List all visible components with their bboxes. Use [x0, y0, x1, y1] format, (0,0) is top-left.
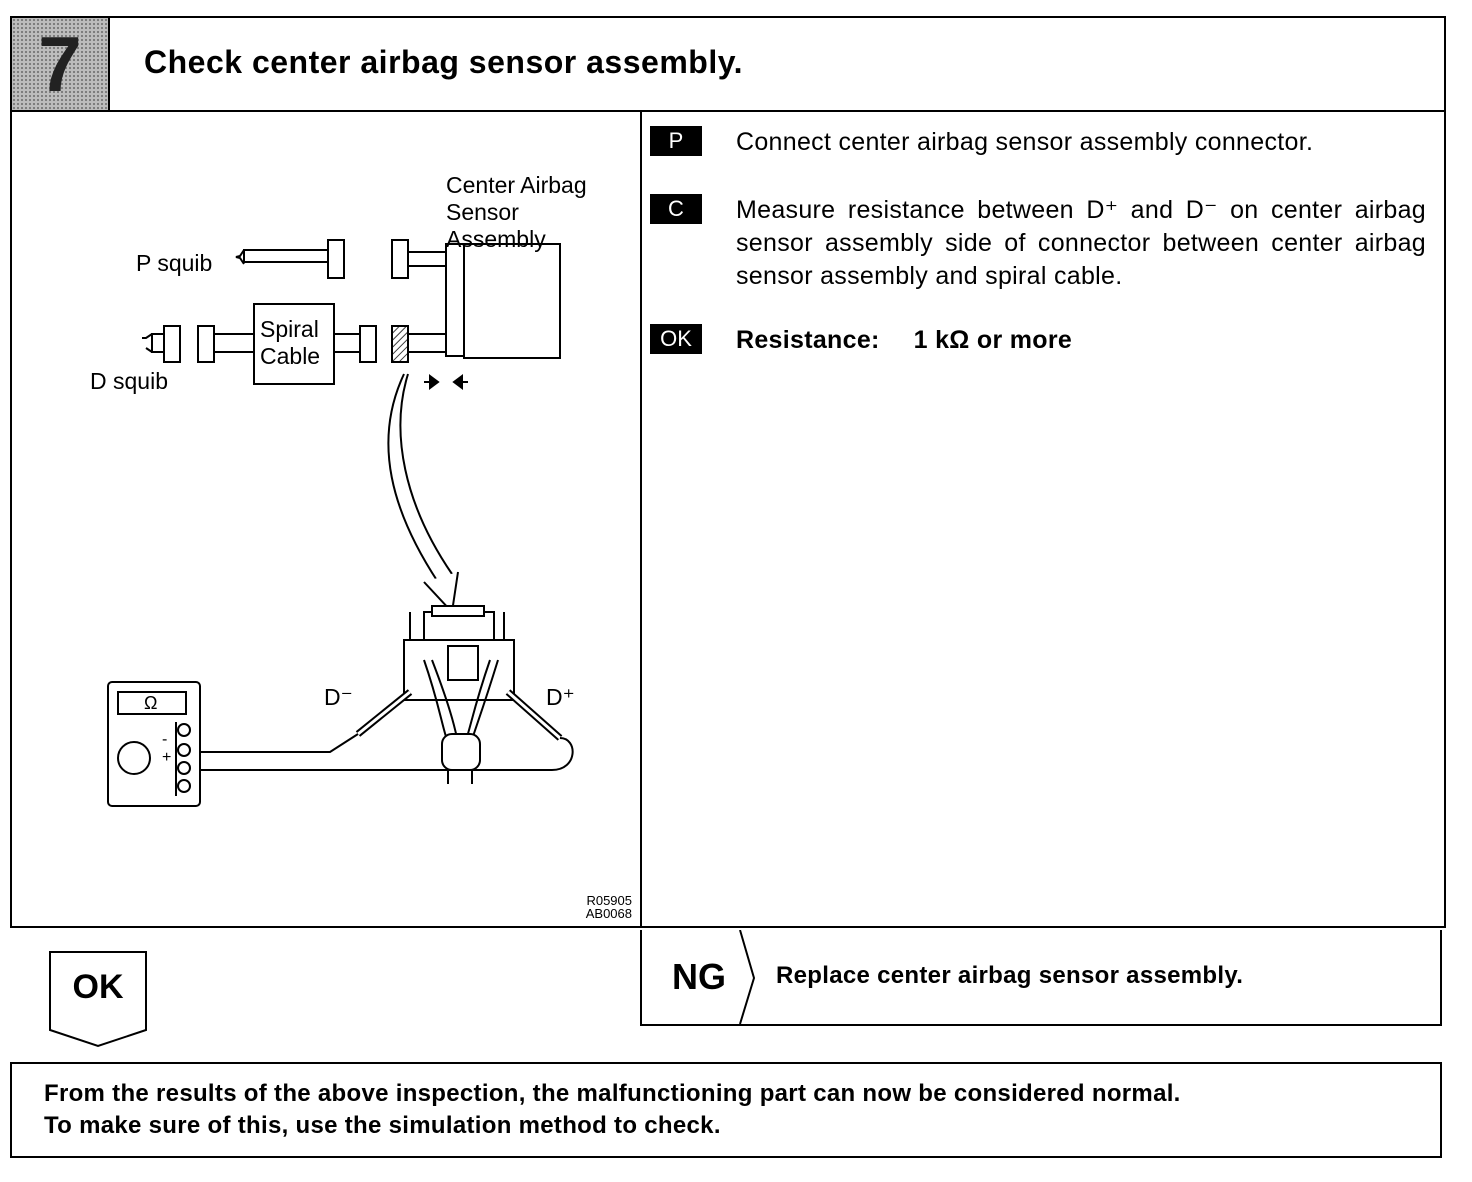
label-d-squib: D squib: [90, 368, 168, 394]
sensor-connector-strip: [445, 243, 465, 357]
tag-c: C: [650, 194, 702, 224]
step-number-badge: 7: [12, 18, 110, 110]
figure-ref-codes: R05905 AB0068: [585, 893, 632, 921]
resistance-spec: Resistance: 1 kΩ or more: [736, 324, 1426, 357]
label-meter-minus: -: [162, 731, 168, 748]
label-center-airbag-sensor: Center Airbag Sensor Assembly: [446, 172, 587, 252]
diagram-drawing: [107, 239, 574, 807]
connect-arrow-right: [424, 374, 440, 390]
p-squib-connector-left-cap: [327, 239, 345, 279]
page-title: Check center airbag sensor assembly.: [144, 44, 744, 80]
step-number: 7: [38, 20, 82, 108]
ohmmeter-display: [117, 691, 187, 715]
p-squib-end: [235, 249, 245, 265]
spiral-right-connector: [359, 325, 377, 363]
instruction-text: Measure resistance between D⁺ and D⁻ on …: [736, 196, 1426, 290]
ng-label: NG: [672, 956, 726, 997]
label-meter-plus: +: [162, 749, 172, 766]
ok-result-arrow: OK: [48, 950, 150, 1055]
plus-lead: [200, 737, 574, 771]
connector-wires: [423, 659, 499, 753]
wiring-diagram: Center Airbag Sensor Assembly P squib D …: [12, 112, 642, 926]
ng-chevron: [739, 930, 756, 1025]
label-d-plus: D⁺: [546, 684, 575, 710]
label-spiral-cable: Spiral Cable: [260, 316, 321, 369]
ohmmeter-dial: [117, 741, 151, 775]
label-p-squib: P squib: [136, 250, 213, 276]
p-squib-connector-right: [391, 239, 409, 279]
connect-arrow-left: [452, 374, 468, 390]
d-squib-connector: [163, 325, 181, 363]
tag-ok: OK: [650, 324, 702, 354]
ok-arrow-shape: [49, 951, 147, 1048]
procedure-frame: 7 Check center airbag sensor assembly.: [10, 16, 1446, 928]
p-squib-connector-left: [243, 249, 329, 263]
resistance-value: 1 kΩ or more: [913, 326, 1073, 354]
resistance-label: Resistance:: [736, 326, 880, 354]
minus-lead: [200, 733, 359, 753]
spiral-cable-box: [253, 303, 335, 385]
instruction-text: Connect center airbag sensor assembly co…: [736, 128, 1314, 156]
ng-result-box: NG Replace center airbag sensor assembly…: [640, 930, 1442, 1026]
callout-arrow: [387, 373, 439, 583]
conclusion-line-1: From the results of the above inspection…: [44, 1080, 1181, 1107]
tag-p: P: [650, 126, 702, 156]
label-d-minus: D⁻: [324, 684, 353, 710]
conclusion-line-2: To make sure of this, use the simulation…: [44, 1112, 721, 1139]
conclusion-note: From the results of the above inspection…: [10, 1062, 1442, 1158]
sensor-assembly-body: [463, 243, 561, 359]
sensor-side-connector: [391, 325, 409, 363]
spiral-left-connector: [197, 325, 215, 363]
ng-action: Replace center airbag sensor assembly.: [776, 962, 1244, 989]
label-ohm-symbol: Ω: [144, 693, 158, 713]
ok-label: OK: [72, 968, 124, 1006]
step-header: 7 Check center airbag sensor assembly.: [12, 18, 1444, 112]
